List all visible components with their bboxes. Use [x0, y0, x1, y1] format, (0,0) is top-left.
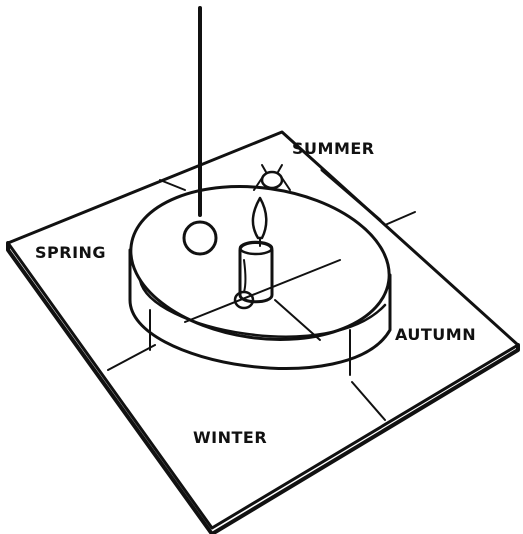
- ring-cross-line-a: [185, 260, 340, 322]
- candle-flame: [253, 198, 266, 238]
- label-winter: WINTER: [193, 428, 267, 447]
- label-spring: SPRING: [35, 243, 106, 262]
- summer-pointer-line: [322, 170, 380, 220]
- pendulum-ball: [184, 222, 216, 254]
- divider-winter-spring: [108, 345, 155, 370]
- ring-cross-line-b: [275, 300, 320, 340]
- candle-drip: [244, 260, 246, 292]
- label-autumn: AUTUMN: [395, 325, 476, 344]
- divider-summer-autumn: [385, 212, 415, 225]
- divider-spring-summer: [160, 180, 185, 190]
- label-summer: SUMMER: [292, 139, 375, 158]
- divider-winter-autumn: [352, 382, 385, 420]
- base-board-edge: [8, 243, 518, 534]
- ring-inner-floor: [140, 280, 385, 337]
